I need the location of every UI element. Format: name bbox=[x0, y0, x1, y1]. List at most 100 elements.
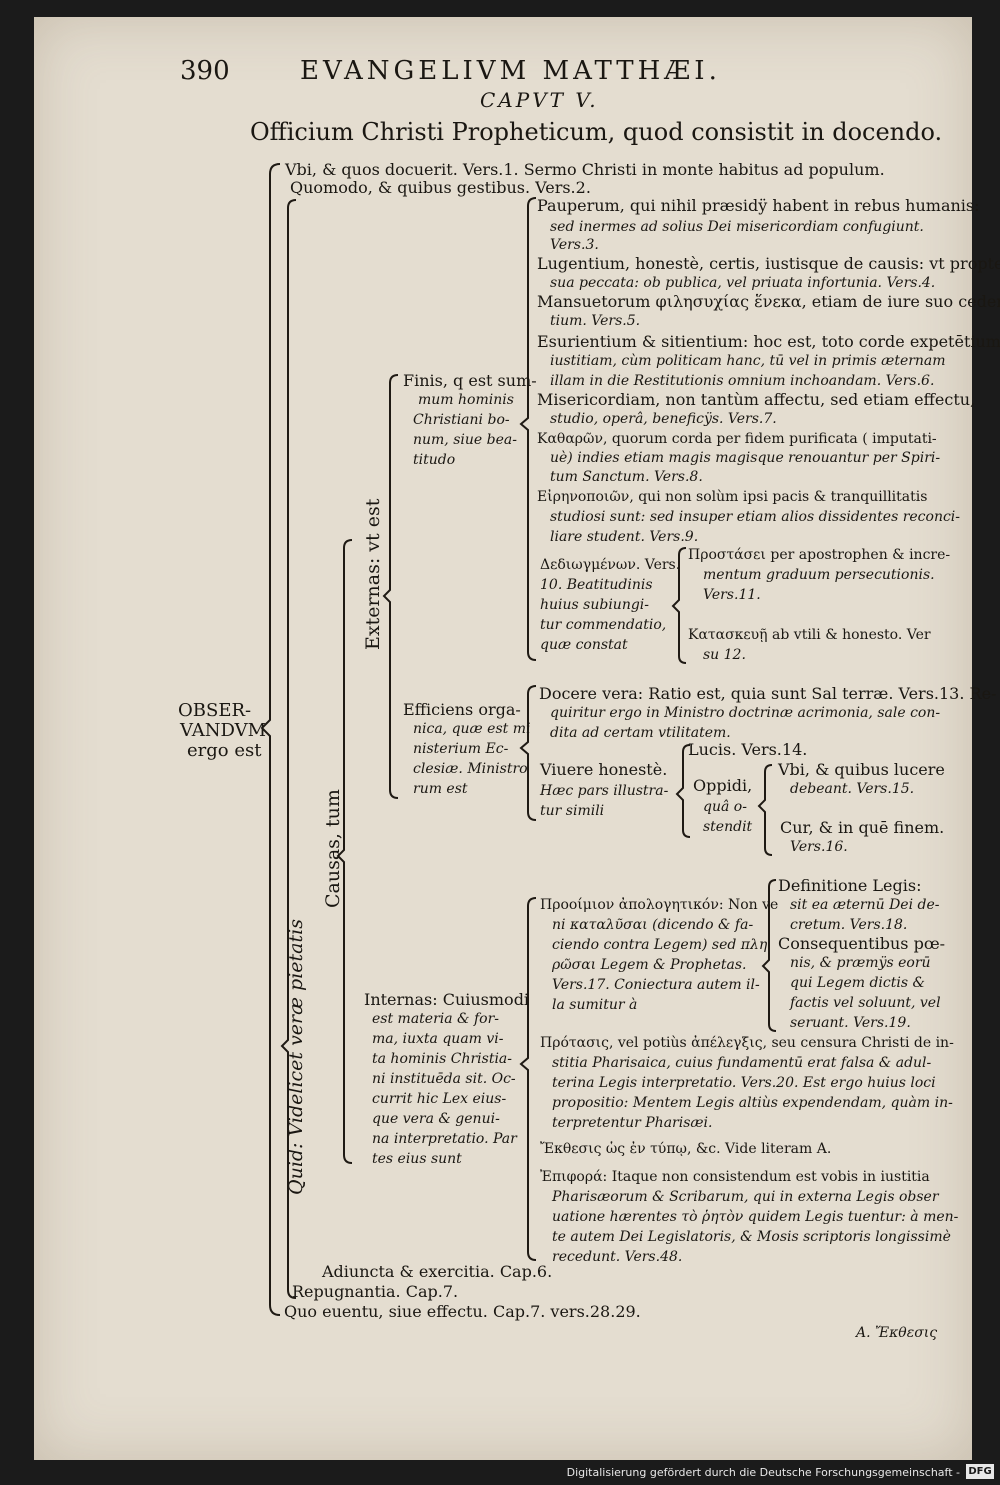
lugentium-1: Lugentium, honestè, certis, iustisque de… bbox=[537, 254, 1000, 273]
page-number: 390 bbox=[180, 56, 230, 86]
esurientium-2: iustitiam, cùm politicam hanc, tū vel in… bbox=[550, 353, 946, 369]
dfg-logo: DFG bbox=[966, 1464, 994, 1479]
internas-7: que vera & genui- bbox=[372, 1111, 500, 1127]
eirenopoion-3: liare student. Vers.9. bbox=[550, 529, 699, 545]
internas-6: currit hic Lex eius- bbox=[372, 1091, 507, 1107]
internas-5: ni instituēda sit. Oc- bbox=[372, 1071, 516, 1087]
protasis-5: terpretentur Pharisæi. bbox=[552, 1115, 713, 1131]
katharon-2: uè) indies etiam magis magisque renouant… bbox=[550, 450, 941, 466]
kataskeue-2: su 12. bbox=[703, 647, 746, 663]
internas-2: est materia & for- bbox=[372, 1011, 499, 1027]
catchword: A. Ἔκθεσις bbox=[856, 1325, 938, 1341]
protasis-4: propositio: Mentem Legis altiùs expenden… bbox=[552, 1095, 953, 1111]
consequentibus-5: seruant. Vers.19. bbox=[790, 1015, 911, 1031]
efficiens-2: nica, quæ est mi bbox=[413, 721, 531, 737]
cur-1: Cur, & in quē finem. bbox=[780, 818, 945, 837]
vbi-lucere-1: Vbi, & quibus lucere bbox=[778, 760, 945, 779]
viuere-2: Hæc pars illustra- bbox=[540, 783, 669, 799]
pauperum-1: Pauperum, qui nihil præsidÿ habent in re… bbox=[537, 196, 980, 215]
misericordiam-1: Misericordiam, non tantùm affectu, sed e… bbox=[537, 390, 976, 409]
prostasis-3: Vers.11. bbox=[703, 587, 761, 603]
epiphora-3: uatione hærentes τὸ ῥητὸν quidem Legis t… bbox=[552, 1209, 959, 1225]
viuere-1: Viuere honestè. bbox=[540, 760, 668, 779]
internas-4: ta hominis Christia- bbox=[372, 1051, 513, 1067]
epiphora-2: Pharisæorum & Scribarum, qui in externa … bbox=[552, 1189, 939, 1205]
prooimion-1: Προοίμιον ἀπολογητικόν: Non ve bbox=[540, 897, 779, 913]
finis-3: Christiani bo- bbox=[413, 412, 510, 428]
docere-2: quiritur ergo in Ministro doctrinæ acrim… bbox=[550, 705, 941, 721]
prostasis-2: mentum graduum persecutionis. bbox=[703, 567, 935, 583]
line-quomodo: Quomodo, & quibus gestibus. Vers.2. bbox=[290, 178, 591, 197]
efficiens-1: Efficiens orga- bbox=[403, 700, 521, 719]
label-externas: Externas: vt est bbox=[362, 498, 384, 650]
misericordiam-2: studio, operâ, beneficÿs. Vers.7. bbox=[550, 411, 777, 427]
efficiens-3: nisterium Ec- bbox=[413, 741, 509, 757]
epiphora-5: recedunt. Vers.48. bbox=[552, 1249, 683, 1265]
line-quo-euentu: Quo euentu, siue effectu. Cap.7. vers.28… bbox=[284, 1302, 641, 1321]
protasis-1: Πρότασις, vel potiùs ἀπέλεγξις, seu cens… bbox=[540, 1035, 954, 1051]
docere-1: Docere vera: Ratio est, quia sunt Sal te… bbox=[539, 684, 997, 703]
kataskeue-1: Κατασκευῇ ab vtili & honesto. Ver bbox=[688, 627, 931, 643]
katharon-3: tum Sanctum. Vers.8. bbox=[550, 469, 703, 485]
line-repugnantia: Repugnantia. Cap.7. bbox=[292, 1282, 459, 1301]
ekthesis: Ἔκθεσις ὡς ἐν τύπῳ, &c. Vide literam A. bbox=[540, 1141, 832, 1157]
definitione-3: cretum. Vers.18. bbox=[790, 917, 908, 933]
root-label-line1: OBSER- bbox=[178, 700, 252, 721]
prostasis-1: Προστάσει per apostrophen & incre- bbox=[688, 547, 951, 563]
oppidi-1: Oppidi, bbox=[693, 776, 753, 795]
lucis: Lucis. Vers.14. bbox=[688, 740, 808, 759]
internas-8: na interpretatio. Par bbox=[372, 1131, 517, 1147]
pauperum-2: sed inermes ad solius Dei misericordiam … bbox=[550, 219, 924, 235]
label-quid: Quid: Videlicet veræ pietatis bbox=[285, 919, 307, 1195]
internas-1: Internas: Cuiusmodi bbox=[364, 990, 530, 1009]
viuere-3: tur simili bbox=[540, 803, 605, 819]
root-label-line2: VANDVM bbox=[180, 720, 267, 741]
epiphora-4: te autem Dei Legislatoris, & Mosis scrip… bbox=[552, 1229, 951, 1245]
finis-1: Finis, q est sum- bbox=[403, 371, 537, 390]
dedi-3: huius subiungi- bbox=[540, 597, 650, 613]
vbi-lucere-2: debeant. Vers.15. bbox=[790, 781, 915, 797]
digitization-footer: Digitalisierung gefördert durch die Deut… bbox=[0, 1460, 1000, 1485]
protasis-3: terina Legis interpretatio. Vers.20. Est… bbox=[552, 1075, 936, 1091]
dedi-1: Δεδιωγμένων. Vers. bbox=[540, 557, 681, 573]
page-title: Officium Christi Propheticum, quod consi… bbox=[250, 118, 943, 146]
oppidi-3: stendit bbox=[703, 819, 753, 835]
prooimion-6: la sumitur à bbox=[552, 997, 638, 1013]
footer-credit: Digitalisierung gefördert durch die Deut… bbox=[566, 1466, 960, 1479]
mansuetorum-1: Mansuetorum φιλησυχίας ἕνεκα, etiam de i… bbox=[537, 292, 1000, 311]
book-page bbox=[34, 17, 972, 1460]
line-ubi: Vbi, & quos docuerit. Vers.1. Sermo Chri… bbox=[285, 160, 885, 179]
cur-2: Vers.16. bbox=[790, 839, 848, 855]
esurientium-3: illam in die Restitutionis omnium inchoa… bbox=[550, 373, 935, 389]
epiphora-1: Ἐπιφορά: Itaque non consistendum est vob… bbox=[540, 1169, 930, 1185]
internas-9: tes eius sunt bbox=[372, 1151, 462, 1167]
pauperum-3: Vers.3. bbox=[550, 237, 599, 253]
esurientium-1: Esurientium & sitientium: hoc est, toto … bbox=[537, 332, 1000, 351]
consequentibus-4: factis vel soluunt, vel bbox=[790, 995, 941, 1011]
docere-3: dita ad certam vtilitatem. bbox=[550, 725, 731, 741]
consequentibus-2: nis, & præmÿs eorū bbox=[790, 955, 931, 971]
dedi-5: quæ constat bbox=[540, 637, 628, 653]
mansuetorum-2: tium. Vers.5. bbox=[550, 313, 641, 329]
prooimion-4: ρῶσαι Legem & Prophetas. bbox=[552, 957, 747, 973]
protasis-2: stitia Pharisaica, cuius fundamentū erat… bbox=[552, 1055, 932, 1071]
katharon-1: Καθαρῶν, quorum corda per fidem purifica… bbox=[537, 431, 937, 447]
chapter-heading: CAPVT V. bbox=[480, 88, 599, 112]
efficiens-4: clesiæ. Ministro bbox=[413, 761, 528, 777]
consequentibus-3: qui Legem dictis & bbox=[790, 975, 925, 991]
efficiens-5: rum est bbox=[413, 781, 468, 797]
label-causas: Causas, tum bbox=[322, 789, 344, 908]
oppidi-2: quâ o- bbox=[703, 799, 747, 815]
root-label-line3: ergo est bbox=[187, 740, 262, 761]
definitione-2: sit ea æternū Dei de- bbox=[790, 897, 940, 913]
dedi-2: 10. Beatitudinis bbox=[540, 577, 653, 593]
finis-2: mum hominis bbox=[418, 392, 514, 408]
consequentibus-1: Consequentibus pœ- bbox=[778, 934, 946, 953]
lugentium-2: sua peccata: ob publica, vel priuata inf… bbox=[550, 275, 936, 291]
definitione-1: Definitione Legis: bbox=[778, 876, 922, 895]
running-title: EVANGELIVM MATTHÆI. bbox=[300, 56, 721, 86]
finis-5: titudo bbox=[413, 452, 456, 468]
prooimion-3: ciendo contra Legem) sed πλη bbox=[552, 937, 768, 953]
eirenopoion-2: studiosi sunt: sed insuper etiam alios d… bbox=[550, 509, 961, 525]
